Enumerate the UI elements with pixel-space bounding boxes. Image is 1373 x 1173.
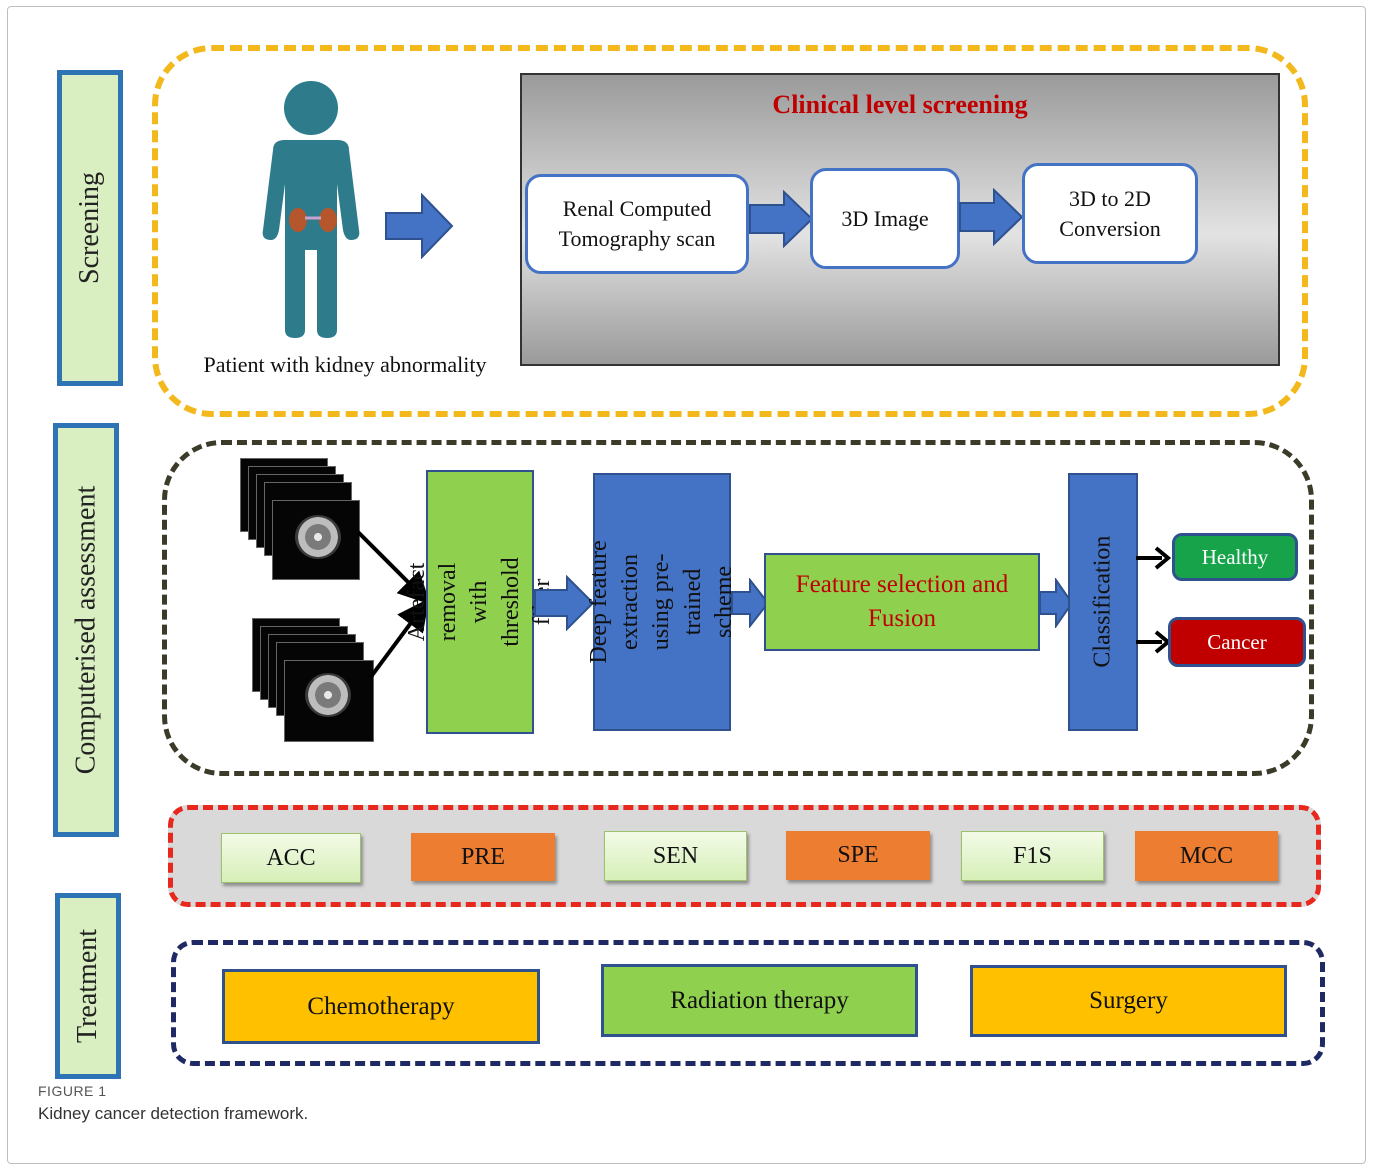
deep-feature-box: Deep feature extraction using pre-traine… [586,473,737,731]
metric-mcc: MCC [1135,831,1278,881]
metric-f1s: F1S [961,831,1104,881]
side-label-treatment: Treatment [55,893,121,1079]
assessment-region [162,440,1314,776]
kidney-icon [289,208,337,232]
treatment-chemotherapy: Chemotherapy [222,969,540,1044]
side-label-computerised-text: Computerised assessment [70,485,101,775]
side-label-treatment-text: Treatment [72,928,104,1044]
step-ct-scan: Renal Computed Tomography scan [525,174,749,274]
healthy-output: Healthy [1172,533,1298,581]
block-arrow-icon [1039,578,1074,628]
patient-caption: Patient with kidney abnormality [203,352,487,377]
treatment-surgery: Surgery [970,965,1287,1037]
treatment-radiation: Radiation therapy [601,964,918,1037]
step-ct-scan-label: Renal Computed Tomography scan [558,196,716,251]
step-3d-image-label: 3D Image [841,205,929,231]
step-3d-to-2d: 3D to 2D Conversion [1022,163,1198,264]
classification-box: Classification [1068,473,1138,731]
feature-selection-box: Feature selection and Fusion [764,553,1040,651]
connector-arrows [356,530,431,680]
artefact-removal-box: Artefact removal with threshold filter [404,470,555,734]
block-arrow-icon [385,193,454,259]
metric-spe: SPE [786,831,930,880]
figure-caption: Kidney cancer detection framework. [38,1104,309,1123]
side-label-screening-text: Screening [74,172,105,284]
screening-region [152,45,1308,417]
classification-label: Classification [1089,536,1116,668]
feature-selection-label: Feature selection and Fusion [795,571,1009,632]
metric-acc: ACC [221,833,361,883]
cancer-output: Cancer [1168,617,1306,667]
block-arrow-icon [959,188,1024,246]
deep-feature-label: Deep feature extraction using pre-traine… [586,540,737,664]
treatment-region [171,940,1325,1066]
metric-pre: PRE [411,833,555,881]
ct-scan-stack-icon [252,618,374,744]
step-3d-to-2d-label: 3D to 2D Conversion [1059,185,1161,241]
ct-scan-stack-icon [240,458,360,582]
block-arrow-icon [731,578,770,628]
side-label-screening: Screening [57,70,123,386]
clinical-screening-title: Clinical level screening [772,90,1028,119]
side-label-computerised: Computerised assessment [53,423,119,837]
metric-sen: SEN [604,831,747,881]
block-arrow-icon [749,190,814,248]
output-arrows [1136,546,1172,654]
person-silhouette-icon [262,81,360,338]
block-arrow-icon [534,575,595,631]
figure-label: FIGURE 1 [38,1083,107,1099]
step-3d-image: 3D Image [810,168,960,269]
